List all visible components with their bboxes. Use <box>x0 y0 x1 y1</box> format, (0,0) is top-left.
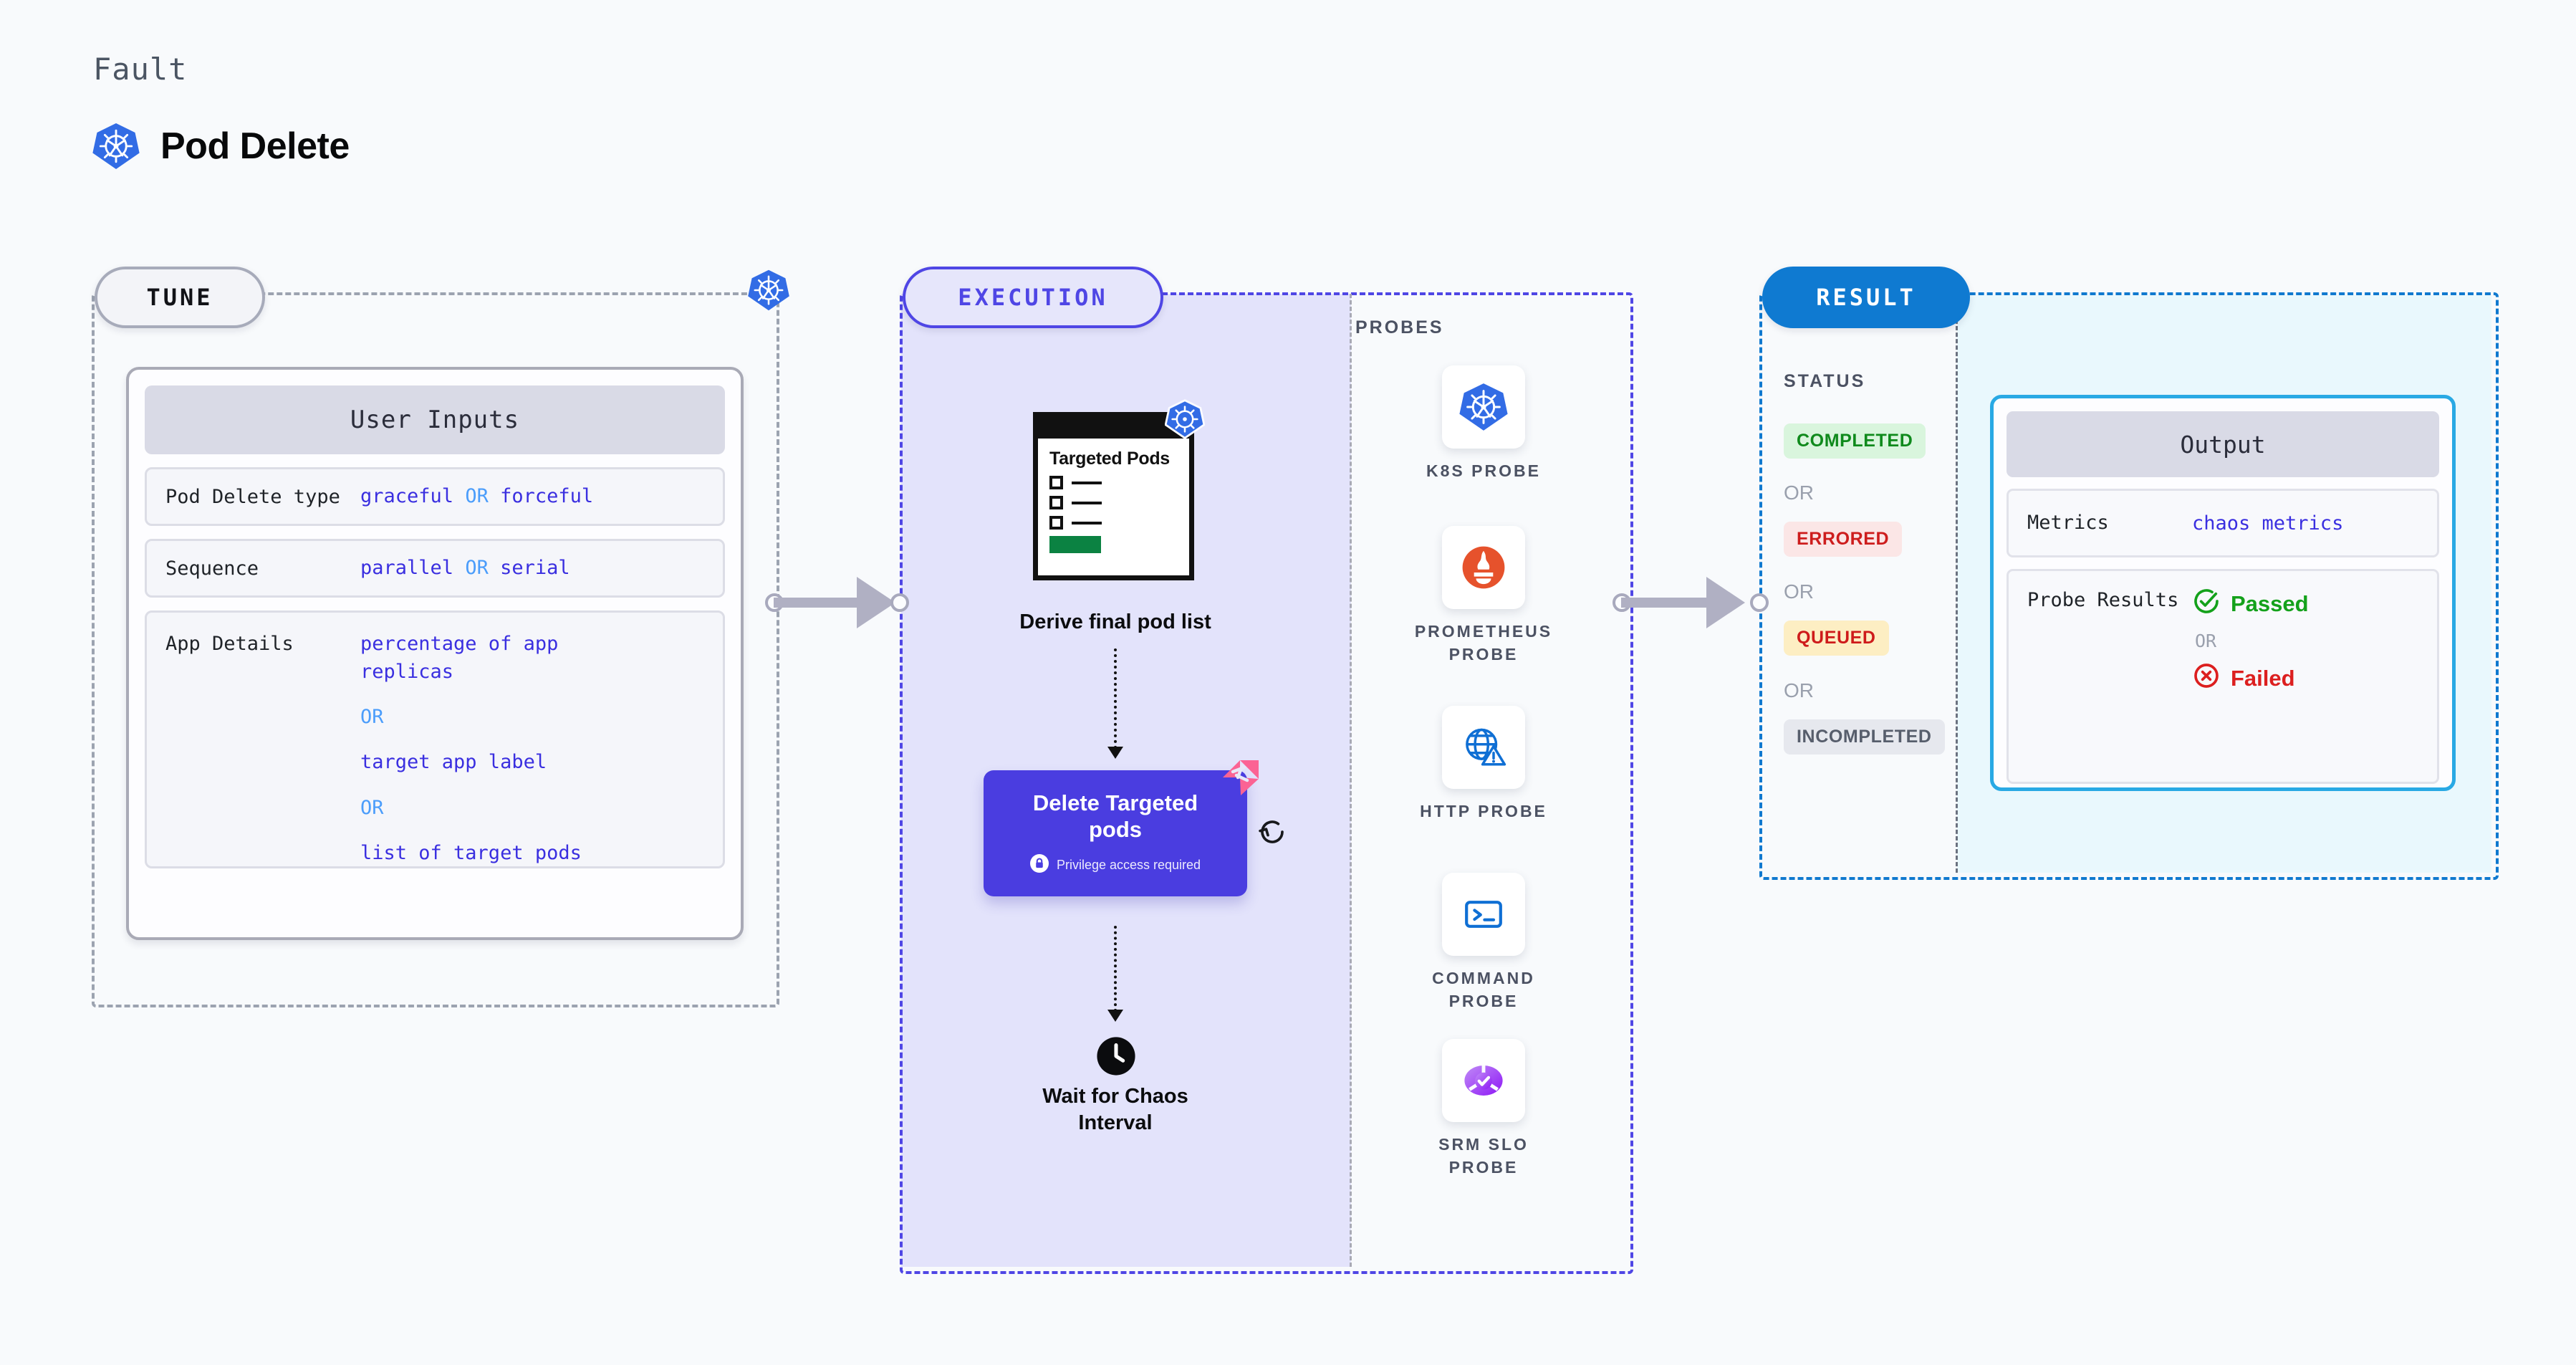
probes-divider <box>1350 294 1352 1267</box>
kubernetes-icon <box>1164 399 1206 443</box>
pod-list-item <box>1049 476 1189 489</box>
value-option: serial <box>500 557 570 580</box>
or-separator: OR <box>2195 631 2217 651</box>
tune-platform-kubernetes-icon <box>747 269 790 312</box>
pod-list-item <box>1049 516 1189 530</box>
input-row-pod-delete-type[interactable]: Pod Delete type graceful OR forceful <box>145 467 725 526</box>
page-title: Pod Delete <box>160 125 350 167</box>
check-circle-icon <box>2192 587 2221 621</box>
terminal-icon <box>1442 873 1525 956</box>
or-separator: OR <box>465 557 489 580</box>
output-key: Metrics <box>2027 512 2109 535</box>
list-dash <box>1072 521 1102 525</box>
or-separator: OR <box>360 796 384 819</box>
probe-results-values: Passed OR Failed <box>2192 587 2309 695</box>
kubernetes-icon <box>92 122 140 171</box>
or-separator: OR <box>1784 679 1814 701</box>
list-dash <box>1072 501 1102 504</box>
value-option: forceful <box>500 485 594 508</box>
probe-label: COMMAND PROBE <box>1432 969 1535 1010</box>
stage-pill-tune[interactable]: TUNE <box>95 267 265 328</box>
input-value: parallel OR serial <box>360 554 570 582</box>
execution-stage-box <box>900 292 1633 1274</box>
globe-warning-icon <box>1442 706 1525 789</box>
result-inner-divider <box>1956 294 1958 873</box>
privilege-note-text: Privilege access required <box>1056 858 1201 873</box>
privilege-note: Privilege access required <box>1029 854 1201 876</box>
delete-targeted-pods-card[interactable]: Delete Targeted pods Privilege access re… <box>984 760 1259 896</box>
prometheus-icon <box>1442 526 1525 609</box>
checkbox-icon <box>1049 516 1063 530</box>
failed-label: Failed <box>2231 665 2295 691</box>
or-separator: OR <box>360 706 384 729</box>
probes-title: PROBES <box>1355 317 1444 337</box>
input-key: App Details <box>165 633 294 655</box>
status-badge-errored: ERRORED <box>1784 522 1903 557</box>
probe-label: HTTP PROBE <box>1420 802 1547 820</box>
user-inputs-card: User Inputs Pod Delete type graceful OR … <box>126 367 744 940</box>
probe-http[interactable]: HTTP PROBE <box>1412 706 1555 823</box>
stage-pill-result[interactable]: RESULT <box>1762 267 1970 328</box>
delete-card-title: Delete Targeted pods <box>1032 790 1198 842</box>
retry-loop-icon[interactable] <box>1257 817 1287 851</box>
checkbox-icon <box>1049 476 1063 489</box>
list-dash <box>1072 481 1102 484</box>
output-value: chaos metrics <box>2192 512 2344 535</box>
pod-list-progress-bar <box>1049 536 1101 553</box>
value-option: list of target pods <box>360 841 582 864</box>
pod-list-item <box>1049 496 1189 509</box>
wait-for-chaos-interval-label: Wait for Chaos Interval <box>1042 1085 1188 1135</box>
value-option: parallel <box>360 557 454 580</box>
probe-label: PROMETHEUS PROBE <box>1414 622 1553 664</box>
input-value: percentage of app replicas OR target app… <box>360 630 597 867</box>
probe-command[interactable]: COMMAND PROBE <box>1412 873 1555 1012</box>
output-title: Output <box>2007 411 2439 477</box>
status-badge-incompleted: INCOMPLETED <box>1784 719 1945 755</box>
output-row-probe-results[interactable]: Probe Results Passed OR <box>2007 569 2439 784</box>
status-title: STATUS <box>1784 371 1866 391</box>
checkbox-icon <box>1049 496 1063 509</box>
user-inputs-title: User Inputs <box>145 385 725 454</box>
value-option: graceful <box>360 485 454 508</box>
targeted-pods-node[interactable]: Targeted Pods <box>1033 399 1206 580</box>
probe-label: K8S PROBE <box>1426 461 1541 480</box>
result-stage-box <box>1759 292 2499 880</box>
output-key: Probe Results <box>2027 589 2179 611</box>
input-value: graceful OR forceful <box>360 482 593 510</box>
probe-prometheus[interactable]: PROMETHEUS PROBE <box>1412 526 1555 666</box>
kubernetes-icon <box>1442 365 1525 449</box>
probe-result-passed: Passed <box>2192 587 2309 621</box>
lock-icon <box>1029 854 1049 876</box>
output-card: Output Metrics chaos metrics Probe Resul… <box>1990 395 2456 791</box>
or-separator: OR <box>1784 580 1814 603</box>
value-option: percentage of app replicas <box>360 633 559 684</box>
pod-list-titlebar <box>1038 417 1189 439</box>
status-badge-completed: COMPLETED <box>1784 423 1926 459</box>
probe-srm-slo[interactable]: SRM SLO PROBE <box>1412 1039 1555 1179</box>
srm-slo-icon <box>1442 1039 1525 1122</box>
input-key: Sequence <box>165 557 259 580</box>
probe-result-failed: Failed <box>2192 661 2309 695</box>
or-separator: OR <box>465 485 489 508</box>
fault-title-row: Pod Delete <box>92 122 350 171</box>
clock-icon <box>1095 1035 1137 1081</box>
passed-label: Passed <box>2231 590 2309 616</box>
fault-label: Fault <box>93 52 188 87</box>
input-key: Pod Delete type <box>165 485 340 508</box>
output-row-metrics[interactable]: Metrics chaos metrics <box>2007 489 2439 557</box>
pod-list-title: Targeted Pods <box>1049 449 1170 469</box>
litmus-chaos-icon <box>1219 756 1261 803</box>
x-circle-icon <box>2192 661 2221 695</box>
stage-pill-execution[interactable]: EXECUTION <box>903 267 1163 328</box>
tune-stage-box <box>92 292 779 1007</box>
probe-k8s[interactable]: K8S PROBE <box>1412 365 1555 483</box>
or-separator: OR <box>1784 482 1814 504</box>
probe-label: SRM SLO PROBE <box>1438 1135 1529 1177</box>
input-row-sequence[interactable]: Sequence parallel OR serial <box>145 539 725 598</box>
value-option: target app label <box>360 751 547 774</box>
input-row-app-details[interactable]: App Details percentage of app replicas O… <box>145 610 725 868</box>
derive-final-pod-list-label: Derive final pod list <box>1019 610 1211 633</box>
status-badge-queued: QUEUED <box>1784 621 1889 656</box>
